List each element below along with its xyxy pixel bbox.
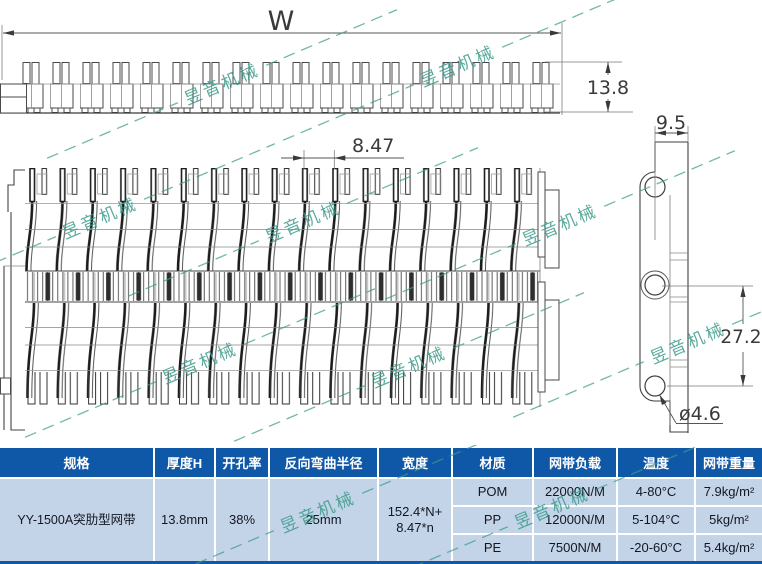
header-cell-width: 宽度 (379, 448, 451, 477)
cell-load-pom: 22000N/M (534, 479, 616, 505)
cell-material-pp: PP (453, 507, 532, 533)
header-cell-weight: 网带重量 (696, 448, 762, 477)
cell-temp-pom: 4-80°C (618, 479, 694, 505)
dim-belt-thickness: 13.8 (587, 77, 629, 99)
dim-hole-diameter: ø4.6 (679, 403, 721, 425)
top-profile-view: W 13.8 (0, 6, 633, 115)
cell-bend-radius: 25mm (270, 479, 377, 561)
hinge-hole-middle (644, 274, 666, 296)
header-cell-open-rate: 开孔率 (216, 448, 268, 477)
cell-weight-pe: 5.4kg/m² (696, 535, 762, 561)
plan-view: 8.47 (0, 135, 560, 431)
header-cell-load: 网带负载 (534, 448, 616, 477)
cell-open-rate: 38% (216, 479, 268, 561)
header-cell-temperature: 温度 (618, 448, 694, 477)
header-cell-spec: 规格 (0, 448, 153, 477)
cell-spec-name: YY-1500A突肋型网带 (0, 479, 153, 561)
cell-load-pp: 12000N/M (534, 507, 616, 533)
header-cell-material: 材质 (453, 448, 532, 477)
width-formula-line1: 152.4*N+ (387, 504, 443, 520)
cell-material-pom: POM (453, 479, 532, 505)
side-view: 9.5 27.2 ø4.6 (639, 112, 762, 433)
header-cell-bend-radius: 反向弯曲半径 (270, 448, 377, 477)
dim-link-width: 9.5 (656, 112, 686, 134)
spec-table: 规格 厚度H 开孔率 反向弯曲半径 宽度 材质 网带负载 温度 网带重量 YY-… (0, 445, 762, 564)
dim-overall-width: W (268, 6, 295, 37)
cell-temp-pp: 5-104°C (618, 507, 694, 533)
technical-drawing: W 13.8 (0, 0, 762, 442)
cell-thickness: 13.8mm (155, 479, 214, 561)
cell-temp-pe: -20-60°C (618, 535, 694, 561)
dim-hole-span: 27.2 (720, 327, 761, 348)
dim-rib-pitch: 8.47 (352, 135, 394, 157)
hinge-hole-bottom (644, 375, 666, 397)
cell-width-formula: 152.4*N+ 8.47*n (379, 479, 451, 561)
cell-material-pe: PE (453, 535, 532, 561)
header-cell-thickness: 厚度H (155, 448, 214, 477)
width-formula-line2: 8.47*n (396, 520, 434, 535)
cell-weight-pp: 5kg/m² (696, 507, 762, 533)
cell-weight-pom: 7.9kg/m² (696, 479, 762, 505)
cell-load-pe: 7500N/M (534, 535, 616, 561)
